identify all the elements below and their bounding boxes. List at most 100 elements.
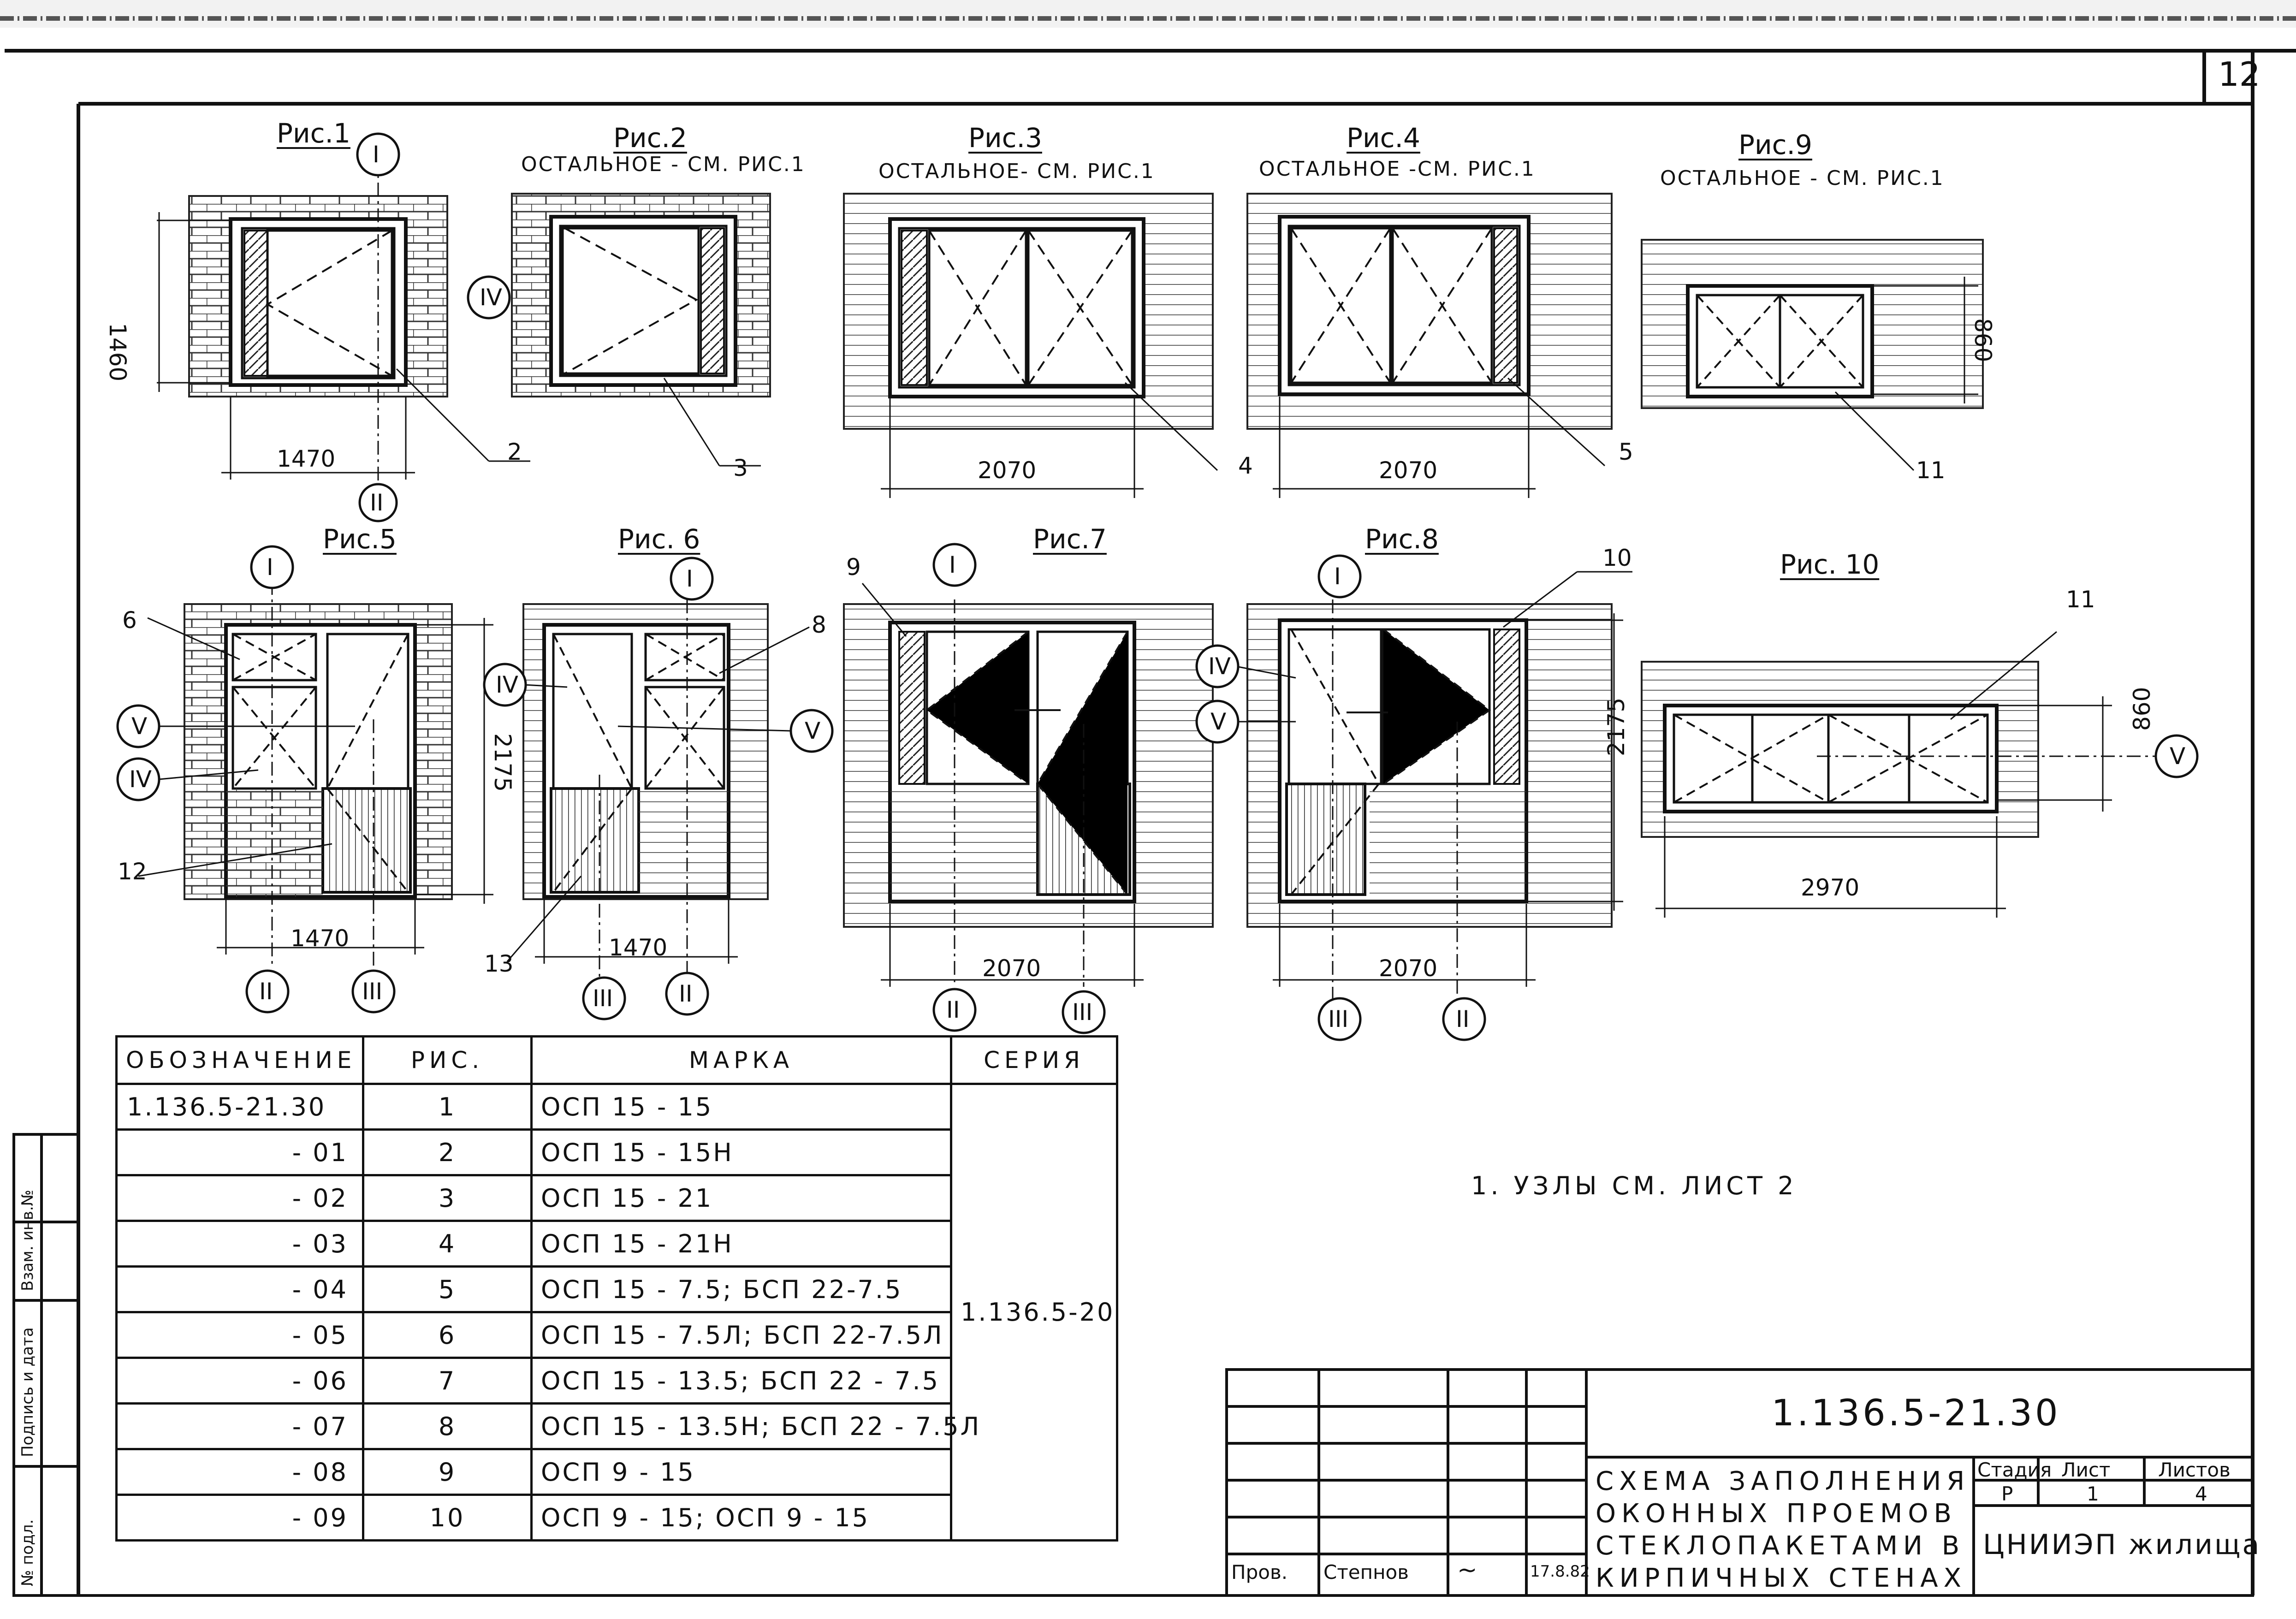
leader-number: 8 (812, 611, 826, 638)
figure-7 (843, 583, 1214, 987)
fig10-width-dim: 2970 (1801, 874, 1860, 901)
figure-cell: 6 (362, 1311, 533, 1359)
mark-cell: ОСП 15 - 13.5Н; БСП 22 - 7.5Л (530, 1402, 979, 1450)
section-mark-label: V (131, 713, 148, 740)
fig4-width-dim: 2070 (1379, 457, 1438, 484)
section-mark-label: III (1328, 1006, 1349, 1032)
fig6-width-dim: 1470 (609, 934, 668, 961)
section-mark-label: V (2170, 743, 2186, 770)
section-mark-label: I (686, 565, 693, 592)
designation-cell: - 07 (115, 1402, 364, 1450)
checked-date: 17.8.82 (1530, 1562, 1590, 1581)
leader-number: 11 (2066, 586, 2095, 613)
mark-cell: ОСП 9 - 15; ОСП 9 - 15 (530, 1494, 952, 1542)
specification-table: ОБОЗНАЧЕНИЕ РИС. МАРКА СЕРИЯ 1.136.5-21.… (115, 1035, 1118, 1542)
figure-3-caption: Рис.3 (968, 122, 1042, 154)
figure-9-subtitle: ОСТАЛЬНОЕ - СМ. РИС.1 (1660, 166, 1945, 190)
designation-cell: - 09 (115, 1494, 364, 1542)
figure-4-subtitle: ОСТАЛЬНОЕ -СМ. РИС.1 (1259, 157, 1536, 181)
figure-cell: 9 (362, 1448, 533, 1496)
sheet-frame (5, 49, 2296, 1595)
table-row: - 06 7 ОСП 15 - 13.5; БСП 22 - 7.5 (115, 1357, 1117, 1405)
figure-7-caption: Рис.7 (1033, 523, 1107, 555)
stage-value: Р (2001, 1483, 2013, 1505)
leader-number: 10 (1602, 545, 1632, 571)
figure-2-caption: Рис.2 (613, 122, 687, 154)
table-row: - 02 3 ОСП 15 - 21 (115, 1174, 1117, 1222)
leader-number: 2 (507, 439, 522, 465)
figure-cell: 10 (362, 1494, 533, 1542)
mark-cell: ОСП 9 - 15 (530, 1448, 952, 1496)
leader-number: 12 (118, 858, 147, 885)
signature: ~ (1457, 1556, 1477, 1584)
fig3-width-dim: 2070 (978, 457, 1037, 484)
general-note: 1. УЗЛЫ СМ. ЛИСТ 2 (1471, 1171, 1798, 1200)
figure-2-subtitle: ОСТАЛЬНОЕ - СМ. РИС.1 (521, 153, 806, 176)
side-stamp-label: Взам. инв.№ (18, 1189, 37, 1291)
designation-cell: - 06 (115, 1357, 364, 1405)
fig8-width-dim: 2070 (1379, 955, 1438, 982)
leader-number: 13 (484, 950, 514, 977)
designation-cell: - 01 (115, 1128, 364, 1176)
column-header: РИС. (362, 1035, 533, 1085)
figure-8 (1235, 571, 1632, 1014)
side-stamp-label: № подл. (18, 1519, 37, 1586)
designation-cell: - 02 (115, 1174, 364, 1222)
leader-number: 11 (1916, 457, 1946, 484)
figure-cell: 8 (362, 1402, 533, 1450)
fig7-width-dim: 2070 (982, 955, 1041, 982)
organization: ЦНИИЭП жилища (1983, 1529, 2261, 1561)
fig1-width-dim: 1470 (277, 445, 336, 472)
fig1-height-dim: 1460 (104, 323, 131, 382)
title-line: СХЕМА ЗАПОЛНЕНИЯ (1596, 1466, 1970, 1496)
document-code: 1.136.5-21.30 (1771, 1393, 2061, 1434)
sheet-value: 1 (2087, 1483, 2099, 1505)
checked-label: Пров. (1231, 1561, 1288, 1583)
section-mark-label: IV (1208, 653, 1231, 680)
section-mark-label: V (1210, 708, 1227, 735)
section-mark-label: I (373, 141, 380, 168)
section-marks (116, 132, 2199, 1041)
series-cell: 1.136.5-20 (950, 1083, 1118, 1542)
section-mark-label: III (362, 978, 383, 1005)
fig9-height-dim: 860 (1970, 318, 1996, 362)
section-mark-label: I (267, 554, 273, 581)
figure-5 (138, 581, 493, 968)
stage-label: Стадия (1977, 1459, 2052, 1481)
sheet-label: Лист (2061, 1459, 2111, 1481)
mark-cell: ОСП 15 - 7.5Л; БСП 22-7.5Л (530, 1311, 952, 1359)
table-row: - 04 5 ОСП 15 - 7.5; БСП 22-7.5 (115, 1265, 1117, 1313)
fig8-height-dim: 2175 (1603, 697, 1630, 756)
column-header: СЕРИЯ (950, 1035, 1118, 1085)
fig5-width-dim: 1470 (291, 925, 350, 952)
figure-1 (157, 157, 530, 489)
figure-9 (1641, 239, 1984, 471)
figure-cell: 3 (362, 1174, 533, 1222)
section-mark-label: I (949, 552, 956, 578)
section-mark-label: II (370, 489, 384, 516)
designation-cell: - 04 (115, 1265, 364, 1313)
section-mark-label: III (593, 985, 613, 1012)
figure-2 (511, 193, 771, 467)
table-row: - 08 9 ОСП 9 - 15 (115, 1448, 1117, 1496)
title-line: СТЕКЛОПАКЕТАМИ В (1596, 1531, 1965, 1561)
table-row: 1.136.5-21.30 1 ОСП 15 - 15 1.136.5-20 (115, 1083, 1118, 1542)
page-number: 12 (2218, 55, 2260, 94)
section-mark-label: I (1334, 563, 1341, 590)
figure-4 (1246, 193, 1613, 498)
mark-cell: ОСП 15 - 15 (530, 1083, 952, 1131)
section-mark-label: II (679, 980, 693, 1007)
side-stamp (12, 1133, 80, 1597)
table-row: - 09 10 ОСП 9 - 15; ОСП 9 - 15 (115, 1494, 1117, 1542)
mark-cell: ОСП 15 - 21Н (530, 1220, 952, 1268)
table-row: - 05 6 ОСП 15 - 7.5Л; БСП 22-7.5Л (115, 1311, 1117, 1359)
figure-cell: 2 (362, 1128, 533, 1176)
figure-cell: 5 (362, 1265, 533, 1313)
designation-cell: - 05 (115, 1311, 364, 1359)
designation-cell: - 03 (115, 1220, 364, 1268)
figure-6 (506, 599, 810, 978)
scan-top-edge (0, 0, 2296, 28)
fig10-height-dim: 860 (2129, 687, 2155, 731)
figure-10-caption: Рис. 10 (1780, 549, 1880, 580)
